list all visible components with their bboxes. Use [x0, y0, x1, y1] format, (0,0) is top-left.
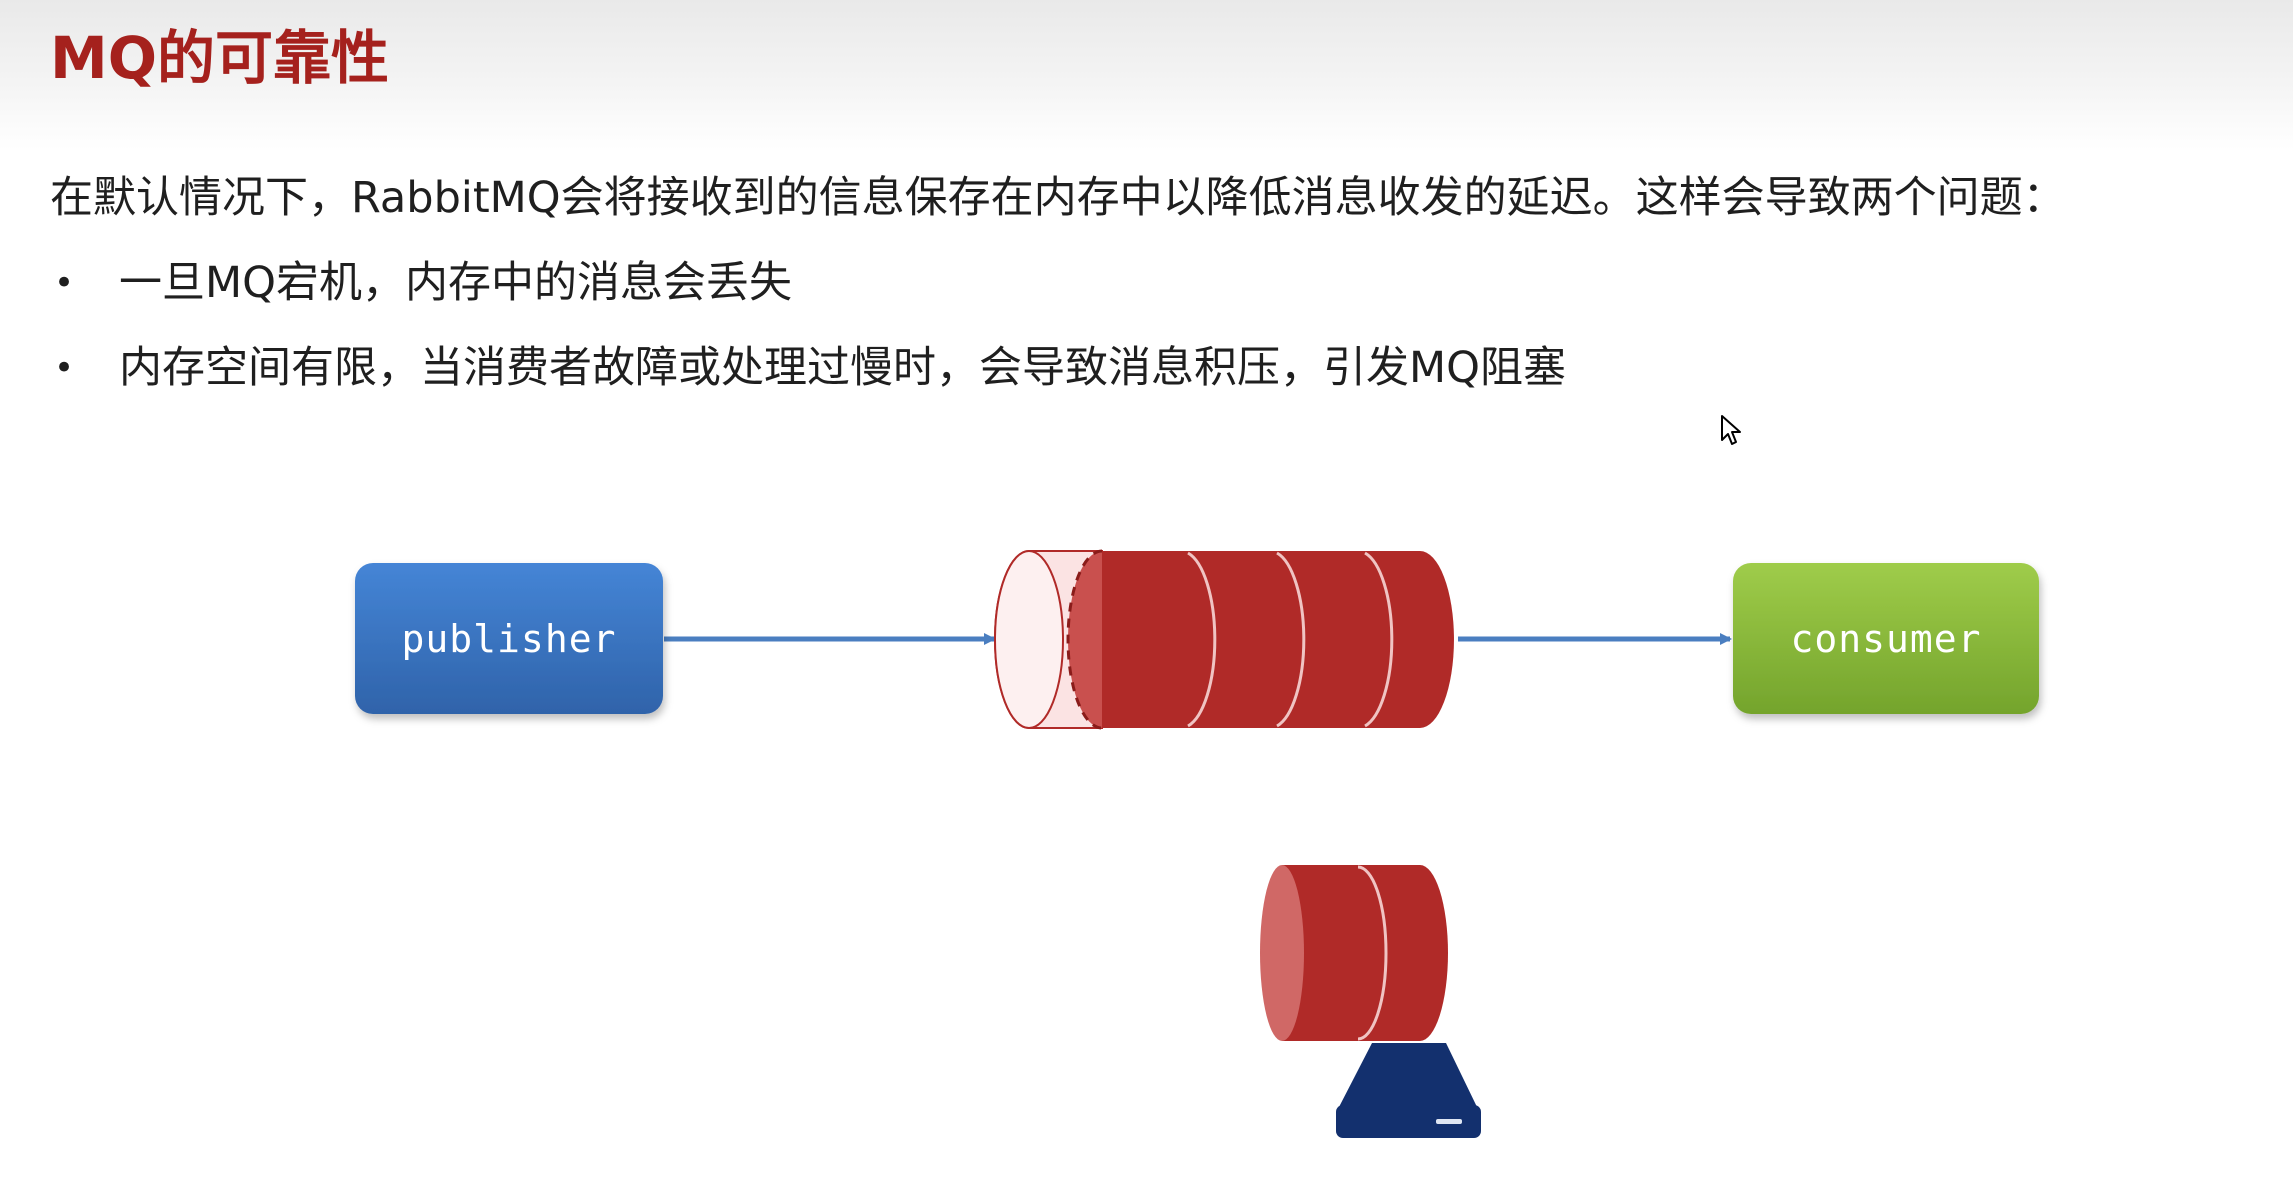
consumer-label: consumer — [1790, 617, 1981, 661]
hard-disk-icon — [1336, 1043, 1481, 1138]
bullet-list: • 一旦MQ宕机，内存中的消息会丢失 • 内存空间有限，当消费者故障或处理过慢时… — [50, 248, 1566, 418]
consumer-node — [1733, 563, 2039, 714]
publisher-node — [355, 563, 663, 714]
bullet-dot-icon: • — [54, 348, 75, 388]
title-band — [0, 0, 2293, 150]
persisted-queue-icon — [1260, 865, 1448, 1041]
message-queue-icon — [994, 549, 1454, 730]
publisher-label: publisher — [402, 617, 617, 661]
bullet-item: • 内存空间有限，当消费者故障或处理过慢时，会导致消息积压，引发MQ阻塞 — [50, 333, 1566, 418]
bullet-item: • 一旦MQ宕机，内存中的消息会丢失 — [50, 248, 1566, 333]
intro-text: 在默认情况下，RabbitMQ会将接收到的信息保存在内存中以降低消息收发的延迟。… — [50, 173, 2066, 223]
bullet-dot-icon: • — [54, 263, 75, 303]
mouse-cursor-icon — [1721, 415, 1741, 445]
slide-title: MQ的可靠性 — [50, 24, 390, 92]
bullet-text: 一旦MQ宕机，内存中的消息会丢失 — [119, 258, 792, 308]
bullet-text: 内存空间有限，当消费者故障或处理过慢时，会导致消息积压，引发MQ阻塞 — [119, 343, 1566, 393]
